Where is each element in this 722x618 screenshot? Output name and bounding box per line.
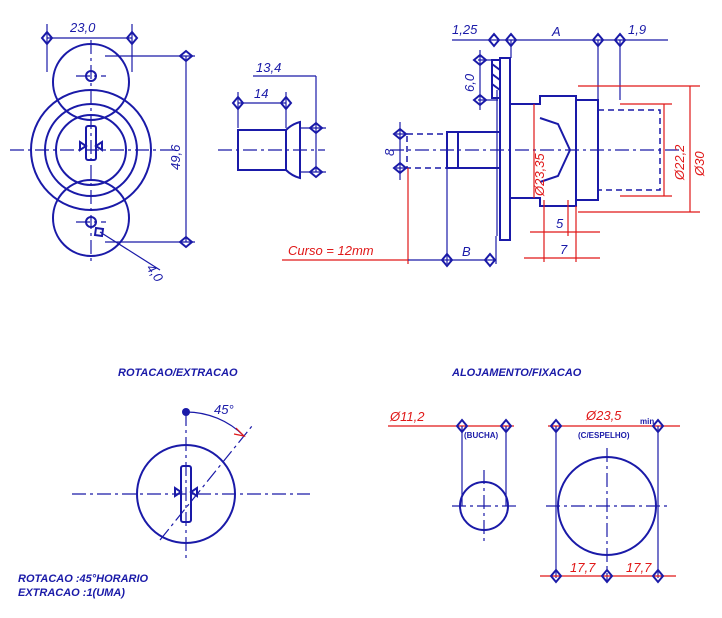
espelho-label: (C/ESPELHO) xyxy=(578,431,630,440)
dim-177-right-text: 17,7 xyxy=(626,560,652,575)
dim-235-text: Ø23,5 xyxy=(585,408,622,423)
dim-arrows xyxy=(549,418,665,434)
bucha-label: (BUCHA) xyxy=(464,431,499,440)
dim-14-text: 14 xyxy=(254,86,268,101)
dim-b-text: B xyxy=(462,244,471,259)
dim-arrows xyxy=(231,95,293,111)
dim-496-text: 49,6 xyxy=(168,144,183,170)
clip-hatch xyxy=(491,63,501,91)
dim-230-text: 23,0 xyxy=(69,20,96,35)
dim-arrows xyxy=(549,568,665,584)
dim-arrows xyxy=(178,49,194,249)
side-view: 1,25 A 1,9 6,0 8 Ø23,35 Ø22,2 Ø30 xyxy=(282,22,707,268)
dim-134-text: 13,4 xyxy=(256,60,281,75)
dim-arrows xyxy=(40,30,139,46)
dim-arrows xyxy=(455,418,513,434)
dim-2335-text: Ø23,35 xyxy=(532,153,547,197)
dim-222-text: Ø22,2 xyxy=(672,144,687,181)
angle-text: 45° xyxy=(214,402,234,417)
mounting-view: ALOJAMENTO/FIXACAO Ø11,2 (BUCHA) Ø23,5 m… xyxy=(388,367,680,584)
dim-177-left-text: 17,7 xyxy=(570,560,596,575)
rotation-view: ROTACAO/EXTRACAO 45° ROTACAO :45°HORARIO… xyxy=(18,367,310,599)
dim-arrows xyxy=(392,127,408,175)
dim-a-text: A xyxy=(551,24,561,39)
bolt-hidden xyxy=(406,133,448,169)
flange-plate xyxy=(499,57,511,241)
dim-arrows xyxy=(472,53,488,107)
min-label: min. xyxy=(640,417,656,426)
dim-5-text: 5 xyxy=(556,216,564,231)
dim-7-text: 7 xyxy=(560,242,568,257)
bushing-view: 14 13,4 xyxy=(218,60,326,180)
dim-125-text: 1,25 xyxy=(452,22,478,37)
rotation-title: ROTACAO/EXTRACAO xyxy=(118,367,238,379)
extraction-note: EXTRACAO :1(UMA) xyxy=(18,587,125,599)
dim-112-text: Ø11,2 xyxy=(389,409,425,424)
key-wings xyxy=(79,140,103,152)
dim-arrows xyxy=(308,121,324,179)
dim-30-text: Ø30 xyxy=(692,151,707,177)
dim-40-text: 4,0 xyxy=(144,261,167,285)
lower-flange-arc xyxy=(52,179,130,257)
rotation-note: ROTACAO :45°HORARIO xyxy=(18,573,149,585)
front-view: 23,0 49,6 4,0 xyxy=(10,20,195,285)
mounting-title: ALOJAMENTO/FIXACAO xyxy=(451,367,582,379)
hole-leader xyxy=(99,231,161,271)
rotated-centerline xyxy=(159,425,253,541)
dim-8-text: 8 xyxy=(382,148,397,156)
bushing-body xyxy=(237,120,301,180)
curso-text: Curso = 12mm xyxy=(288,243,374,258)
hole-arrow xyxy=(93,226,105,238)
dim-19-text: 1,9 xyxy=(628,22,646,37)
rotation-arrow xyxy=(233,427,246,437)
dim-arrows xyxy=(440,252,497,268)
dim-60-text: 6,0 xyxy=(462,73,477,92)
